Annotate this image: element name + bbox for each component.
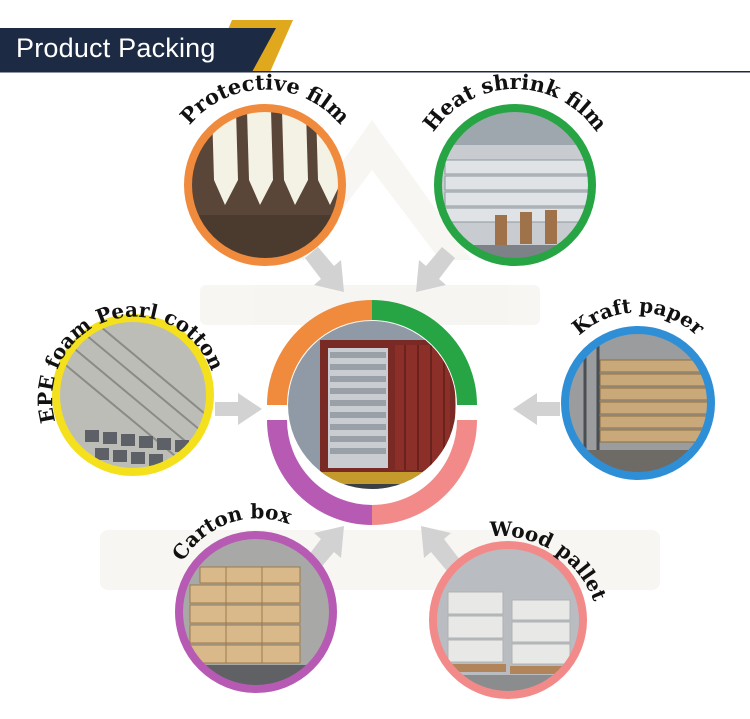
arrow-from-wood-pallet [421, 526, 460, 571]
center-ring-segment-green [371, 300, 477, 406]
kraft-paper-ring [561, 326, 715, 480]
method-kraft-paper: Kraft paper [561, 293, 715, 480]
carton-box-ring [175, 531, 337, 693]
method-epe-foam: EPE foam Pearl cotton [33, 298, 229, 476]
protective-film-ring [184, 104, 346, 266]
page-title: Product Packing [16, 33, 216, 63]
arrow-from-kraft-paper [513, 393, 560, 425]
center-ring-segment-pink [371, 419, 477, 525]
header-navy-band [0, 28, 276, 72]
kraft-paper-photo [566, 331, 710, 475]
heat-shrink-film-ring [434, 104, 596, 266]
epe-foam-photo [57, 319, 209, 471]
center-ring-segment-purple [267, 419, 373, 525]
method-wood-pallet: Wood pallet [429, 517, 612, 699]
wood-pallet-ring [429, 541, 587, 699]
heat-shrink-film-photo [439, 109, 591, 261]
header-divider-line [0, 71, 750, 73]
arrow-from-epe-foam [215, 393, 262, 425]
center-ring-segment-orange [267, 300, 373, 406]
center-ring [267, 300, 477, 525]
arrow-from-protective-film [305, 247, 344, 292]
method-protective-film: Protective film [175, 69, 355, 266]
shipping-container-photo [288, 321, 456, 489]
method-carton-box: Carton box [167, 499, 337, 693]
header-graphic [0, 20, 750, 73]
arrow-from-heat-shrink-film [416, 247, 455, 292]
epe-foam-ring [52, 314, 214, 476]
carton-box-photo [180, 536, 332, 688]
wood-pallet-photo [434, 546, 582, 694]
header-banner: Product Packing [0, 0, 750, 75]
